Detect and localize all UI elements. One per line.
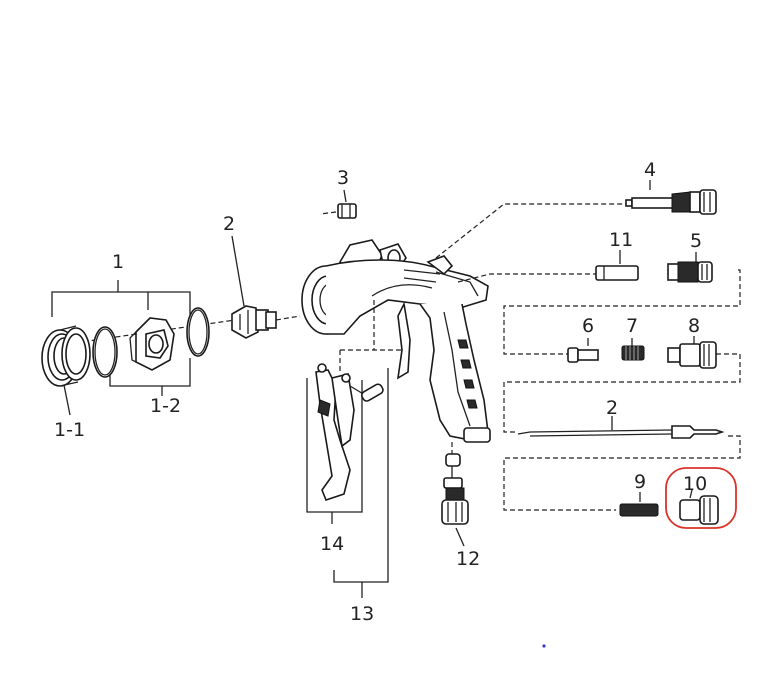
part-7-spring bbox=[621, 338, 645, 361]
label-1-1: 1-1 bbox=[54, 419, 85, 441]
label-1-2: 1-2 bbox=[150, 395, 181, 417]
label-2-needle: 2 bbox=[606, 397, 618, 419]
bracket-13 bbox=[333, 368, 389, 583]
label-14: 14 bbox=[320, 533, 344, 555]
fluid-nozzle bbox=[231, 235, 301, 339]
label-1: 1 bbox=[112, 251, 124, 273]
label-8: 8 bbox=[688, 315, 700, 337]
part-12-air-inlet bbox=[441, 453, 469, 547]
part-14-trigger bbox=[306, 363, 384, 524]
part-4-valve bbox=[625, 180, 717, 215]
part-9-spring bbox=[619, 492, 659, 517]
part-11-rod bbox=[595, 250, 639, 281]
highlight-circle-10 bbox=[665, 467, 737, 529]
label-13: 13 bbox=[350, 603, 374, 625]
part-6-pin bbox=[567, 338, 599, 363]
o-ring-rear bbox=[186, 307, 210, 357]
fluid-needle bbox=[517, 416, 725, 439]
label-3: 3 bbox=[337, 167, 349, 189]
part-5-knob bbox=[667, 252, 713, 283]
bracket-1 bbox=[51, 291, 191, 317]
label-9: 9 bbox=[634, 471, 646, 493]
gun-body bbox=[301, 239, 491, 443]
callout-row-6 bbox=[503, 269, 741, 355]
part-3-plug bbox=[319, 189, 357, 219]
bracket-1-2 bbox=[109, 358, 191, 387]
callout-row-needle bbox=[503, 353, 741, 433]
callout-11 bbox=[457, 273, 604, 283]
leader-2-nozzle bbox=[231, 235, 245, 307]
axis-nozzle bbox=[275, 315, 301, 321]
o-ring-rear-inner bbox=[188, 309, 208, 355]
leader-1-1 bbox=[63, 384, 71, 416]
label-7: 7 bbox=[626, 315, 638, 337]
o-ring-front-inner bbox=[94, 328, 116, 376]
label-6: 6 bbox=[582, 315, 594, 337]
part-10-adjust-knob bbox=[679, 489, 719, 525]
label-11: 11 bbox=[609, 229, 633, 251]
callout-row-9 bbox=[503, 435, 741, 511]
leader-10 bbox=[689, 489, 693, 499]
label-4: 4 bbox=[644, 159, 656, 181]
air-cap-assembly bbox=[41, 280, 236, 416]
o-ring-front bbox=[92, 326, 118, 378]
label-10: 10 bbox=[683, 473, 707, 495]
air-cap-body bbox=[129, 317, 175, 371]
label-2-nozzle: 2 bbox=[223, 213, 235, 235]
air-cap-ring bbox=[41, 325, 91, 387]
label-12: 12 bbox=[456, 548, 480, 570]
leader-12 bbox=[455, 527, 465, 547]
bracket-14 bbox=[306, 378, 363, 513]
callout-4 bbox=[435, 203, 626, 259]
leader-3 bbox=[343, 189, 347, 203]
part-8-housing bbox=[667, 336, 717, 369]
label-5: 5 bbox=[690, 230, 702, 252]
stray-dot bbox=[542, 644, 546, 648]
